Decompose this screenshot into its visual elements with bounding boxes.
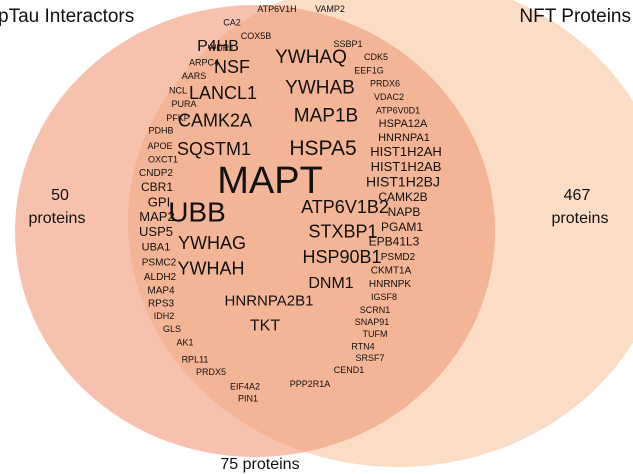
gene-label-atp6v1h: ATP6V1H (257, 4, 296, 14)
gene-label-hnrnpa2b1: HNRNPA2B1 (225, 293, 314, 310)
gene-label-map1b: MAP1B (294, 106, 358, 127)
gene-label-pin1: PIN1 (238, 394, 258, 404)
gene-label-ywhah: YWHAH (178, 258, 245, 278)
gene-label-ywhab: YWHAB (285, 78, 355, 99)
gene-label-aars: AARS (182, 71, 207, 81)
gene-label-nsf: NSF (214, 57, 250, 77)
gene-label-ncl: NCL (169, 86, 187, 96)
gene-label-psmc2: PSMC2 (142, 258, 177, 269)
gene-label-cbr1: CBR1 (141, 180, 173, 194)
gene-label-cox5b: COX5B (241, 31, 272, 41)
gene-label-prdx5: PRDX5 (196, 367, 226, 377)
gene-label-aldh2: ALDH2 (144, 272, 177, 283)
gene-label-ssbp1: SSBP1 (333, 39, 362, 49)
gene-label-eef1g: EEF1G (354, 66, 384, 76)
gene-label-ubb: UBB (168, 197, 226, 228)
gene-label-cend1: CEND1 (334, 365, 365, 375)
overlap-region (128, 5, 495, 457)
gene-label-hist1h2ab: HIST1H2AB (371, 159, 442, 174)
gene-label-wdr1: WDR1 (208, 43, 235, 53)
gene-label-hsp90b1: HSP90B1 (302, 247, 381, 267)
gene-label-sqstm1: SQSTM1 (177, 139, 251, 159)
gene-label-atp6v1b2: ATP6V1B2 (301, 197, 389, 217)
gene-label-vamp2: VAMP2 (315, 4, 345, 14)
gene-label-oxct1: OXCT1 (148, 154, 178, 164)
gene-label-hist1h2ah: HIST1H2AH (370, 144, 442, 159)
ptau-only-count: 50 (51, 187, 69, 204)
gene-label-pgam1: PGAM1 (381, 220, 423, 234)
gene-label-prdx6: PRDX6 (370, 78, 400, 88)
gene-label-cndp2: CNDP2 (139, 168, 173, 179)
gene-label-usp5: USP5 (139, 224, 173, 239)
gene-label-ywhag: YWHAG (178, 233, 246, 253)
gene-label-uba1: UBA1 (142, 241, 171, 253)
gene-label-pdhb: PDHB (148, 126, 173, 136)
gene-label-apoe: APOE (147, 141, 172, 151)
gene-label-map2: MAP2 (139, 209, 174, 224)
gene-label-vdac2: VDAC2 (374, 92, 404, 102)
gene-label-camk2a: CAMK2A (178, 110, 252, 130)
gene-label-igsf8: IGSF8 (371, 292, 397, 302)
gene-label-rtn4: RTN4 (351, 342, 374, 352)
gene-label-stxbp1: STXBP1 (308, 222, 377, 242)
gene-label-camk2b: CAMK2B (378, 190, 427, 204)
nft-only-count-unit: proteins (552, 210, 609, 227)
ptau-interactors-title: pTau Interactors (0, 6, 134, 27)
gene-label-srsf7: SRSF7 (355, 353, 384, 363)
gene-label-mapt: MAPT (217, 160, 323, 202)
gene-label-dnm1: DNM1 (308, 275, 353, 292)
gene-label-ca2: CA2 (223, 18, 241, 28)
gene-label-eif4a2: EIF4A2 (230, 382, 260, 392)
gene-label-ak1: AK1 (176, 338, 193, 348)
gene-label-pfkp: PFKP (166, 113, 190, 123)
gene-label-psmd2: PSMD2 (381, 252, 416, 263)
gene-label-tufm: TUFM (363, 329, 388, 339)
gene-label-hspa12a: HSPA12A (379, 118, 428, 130)
gene-label-cdk5: CDK5 (364, 52, 388, 62)
gene-label-ckmt1a: CKMT1A (371, 266, 412, 277)
gene-label-napb: NAPB (388, 205, 421, 219)
gene-label-gpi: GPI (148, 194, 170, 209)
gene-label-idh2: IDH2 (154, 311, 175, 321)
gene-label-snap91: SNAP91 (355, 317, 390, 327)
gene-label-lancl1: LANCL1 (189, 83, 257, 103)
gene-label-ppp2r1a: PPP2R1A (290, 379, 331, 389)
gene-label-hspa5: HSPA5 (289, 137, 356, 160)
nft-proteins-title: NFT Proteins (519, 6, 631, 27)
gene-label-p4hb: P4HB (197, 38, 239, 55)
gene-label-gls: GLS (163, 324, 181, 334)
gene-label-epb41l3: EPB41L3 (369, 235, 420, 249)
gene-label-scrn1: SCRN1 (360, 305, 391, 315)
overlap-count: 75 proteins (220, 456, 299, 473)
gene-label-map4: MAP4 (147, 286, 175, 297)
gene-label-rpl11: RPL11 (182, 354, 209, 364)
gene-label-hnrnpa1: HNRNPA1 (378, 132, 430, 144)
gene-label-atp6v0d1: ATP6V0D1 (376, 106, 420, 116)
gene-label-hnrnpk: HNRNPK (369, 279, 412, 290)
nft-only-count: 467 (564, 187, 591, 204)
gene-label-rps3: RPS3 (148, 298, 175, 309)
gene-label-hist1h2bj: HIST1H2BJ (366, 173, 440, 189)
gene-label-ywhaq: YWHAQ (275, 47, 347, 68)
gene-label-tkt: TKT (250, 317, 280, 334)
gene-label-pura: PURA (171, 99, 196, 109)
ptau-only-count-unit: proteins (29, 210, 86, 227)
gene-label-arpc4: ARPC4 (189, 58, 219, 68)
